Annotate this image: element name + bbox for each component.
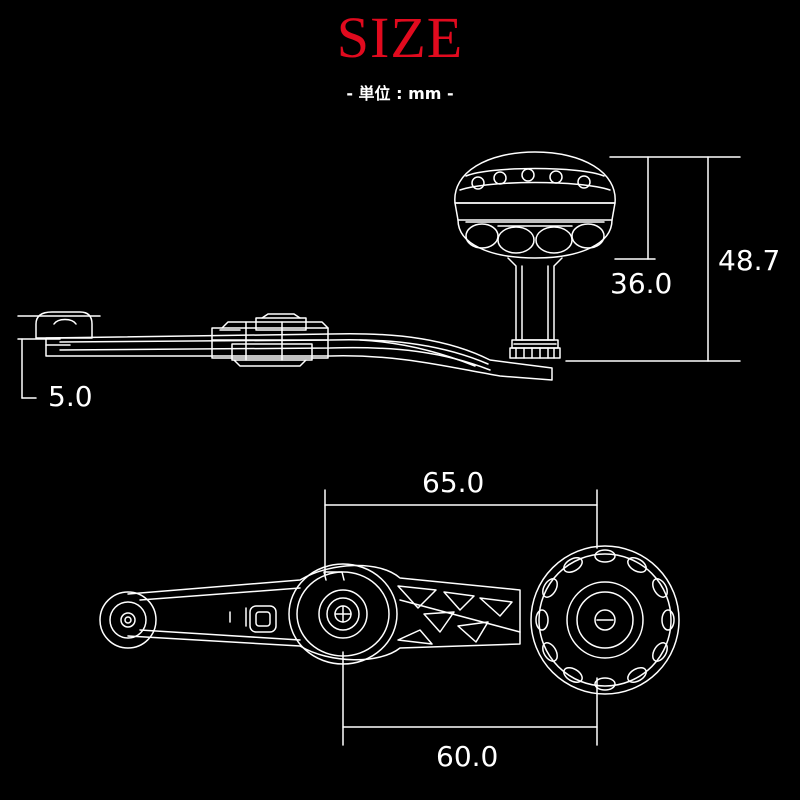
- screw-cap-top: [99, 591, 157, 649]
- offset-label: 5.0: [48, 380, 93, 413]
- arm-outline-top: [127, 564, 521, 661]
- length-long-label: 65.0: [422, 466, 485, 499]
- knob-height-label: 36.0: [610, 267, 673, 300]
- knob-stem: [507, 257, 563, 359]
- height-dimension-lines: [565, 156, 741, 362]
- knob-top-view: [530, 545, 680, 695]
- arm-slot: [249, 605, 277, 633]
- side-view-handle: [17, 151, 741, 399]
- knob-side-view: [454, 151, 616, 259]
- arm-profile: [45, 332, 553, 381]
- center-hub-top: [288, 563, 398, 665]
- total-height-label: 48.7: [718, 244, 781, 277]
- page-title: SIZE: [336, 5, 464, 70]
- center-hub-side: [211, 313, 329, 367]
- offset-dimension-lines: [17, 315, 101, 399]
- screw-cap-side: [35, 311, 93, 339]
- length-short-label: 60.0: [436, 740, 499, 773]
- unit-label: - 単位 : mm -: [346, 84, 454, 103]
- truss-cutouts: [397, 585, 521, 645]
- length-dimension-lines: [324, 489, 598, 746]
- knob-chain-pattern: [535, 549, 675, 691]
- top-view-handle: [99, 489, 680, 746]
